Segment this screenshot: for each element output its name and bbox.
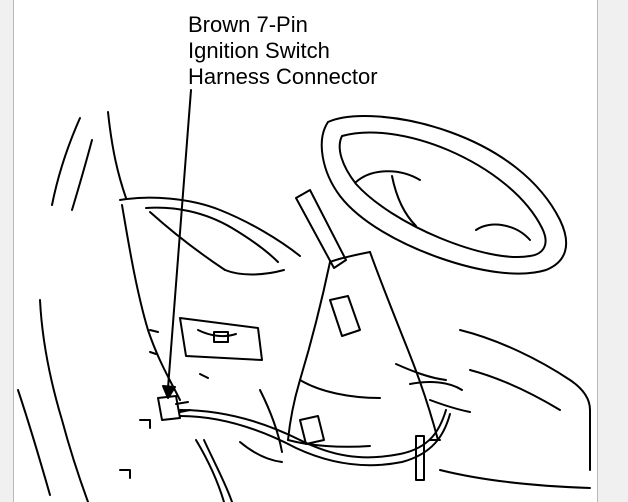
connector-callout-label: Brown 7-Pin Ignition Switch Harness Conn… — [188, 12, 378, 90]
callout-line-1: Brown 7-Pin — [188, 12, 308, 37]
steering-column — [239, 251, 471, 463]
left-trim-outline — [17, 111, 127, 502]
signal-stalk — [295, 189, 347, 269]
steering-wheel — [320, 115, 568, 275]
callout-leader-arrow — [162, 89, 192, 399]
right-window-frame — [597, 0, 628, 502]
wiring-harness — [179, 409, 451, 502]
callout-line-2: Ignition Switch — [188, 38, 330, 63]
left-window-frame — [0, 0, 14, 502]
callout-line-3: Harness Connector — [188, 64, 378, 89]
right-panel-outline — [409, 329, 591, 489]
dashboard-outline — [119, 196, 301, 479]
